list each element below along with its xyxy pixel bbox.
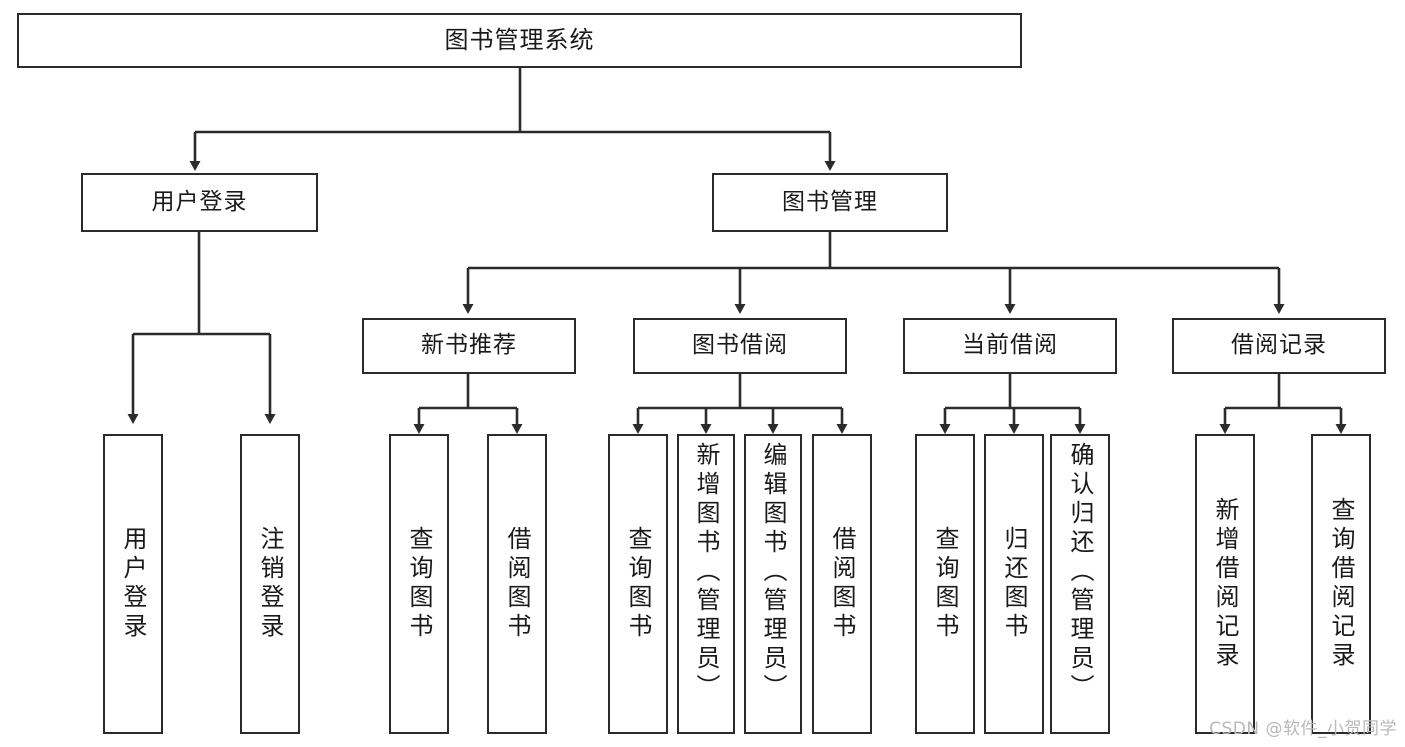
node-label: 当前借阅 <box>962 332 1058 359</box>
leaf-new-book-query-book[interactable]: 查询图书 <box>389 434 449 734</box>
leaf-label: 查询图书 <box>931 526 959 642</box>
node-label: 新书推荐 <box>421 332 517 359</box>
leaf-label: 借阅图书 <box>828 526 856 642</box>
node-label: 图书管理 <box>782 188 878 215</box>
node-borrow-record[interactable]: 借阅记录 <box>1172 318 1386 374</box>
node-root-library-management-system[interactable]: 图书管理系统 <box>17 13 1022 68</box>
leaf-label: 确认归还（管理员） <box>1066 442 1094 703</box>
watermark-text: CSDN @软件_小贺同学 <box>1209 719 1397 739</box>
leaf-label: 编辑图书（管理员） <box>759 442 787 703</box>
leaf-label: 用户登录 <box>119 526 147 642</box>
leaf-label: 查询图书 <box>624 526 652 642</box>
leaf-label: 注销登录 <box>256 526 284 642</box>
node-new-book-recommend[interactable]: 新书推荐 <box>362 318 576 374</box>
leaf-label: 查询图书 <box>405 526 433 642</box>
leaf-book-borrow-edit-book-admin[interactable]: 编辑图书（管理员） <box>744 434 802 734</box>
node-book-borrow[interactable]: 图书借阅 <box>633 318 847 374</box>
leaf-borrow-record-add-record[interactable]: 新增借阅记录 <box>1195 434 1255 734</box>
node-label: 借阅记录 <box>1231 332 1327 359</box>
node-label: 图书借阅 <box>692 332 788 359</box>
leaf-borrow-record-query-record[interactable]: 查询借阅记录 <box>1311 434 1371 734</box>
node-user-login[interactable]: 用户登录 <box>81 173 318 232</box>
leaf-user-login-logout[interactable]: 注销登录 <box>240 434 300 734</box>
leaf-book-borrow-add-book-admin[interactable]: 新增图书（管理员） <box>677 434 735 734</box>
leaf-book-borrow-borrow-book[interactable]: 借阅图书 <box>812 434 872 734</box>
leaf-new-book-borrow-book[interactable]: 借阅图书 <box>487 434 547 734</box>
leaf-user-login-login[interactable]: 用户登录 <box>103 434 163 734</box>
leaf-label: 新增图书（管理员） <box>692 442 720 703</box>
leaf-current-borrow-confirm-return-admin[interactable]: 确认归还（管理员） <box>1050 434 1110 734</box>
leaf-label: 归还图书 <box>1000 526 1028 642</box>
leaf-label: 新增借阅记录 <box>1211 497 1239 671</box>
leaf-current-borrow-return-book[interactable]: 归还图书 <box>984 434 1044 734</box>
leaf-label: 借阅图书 <box>503 526 531 642</box>
node-current-borrow[interactable]: 当前借阅 <box>903 318 1117 374</box>
node-book-management[interactable]: 图书管理 <box>712 173 948 232</box>
leaf-current-borrow-query-book[interactable]: 查询图书 <box>915 434 975 734</box>
leaf-book-borrow-query-book[interactable]: 查询图书 <box>608 434 668 734</box>
node-label: 图书管理系统 <box>444 26 595 55</box>
node-label: 用户登录 <box>151 188 248 215</box>
leaf-label: 查询借阅记录 <box>1327 497 1355 671</box>
